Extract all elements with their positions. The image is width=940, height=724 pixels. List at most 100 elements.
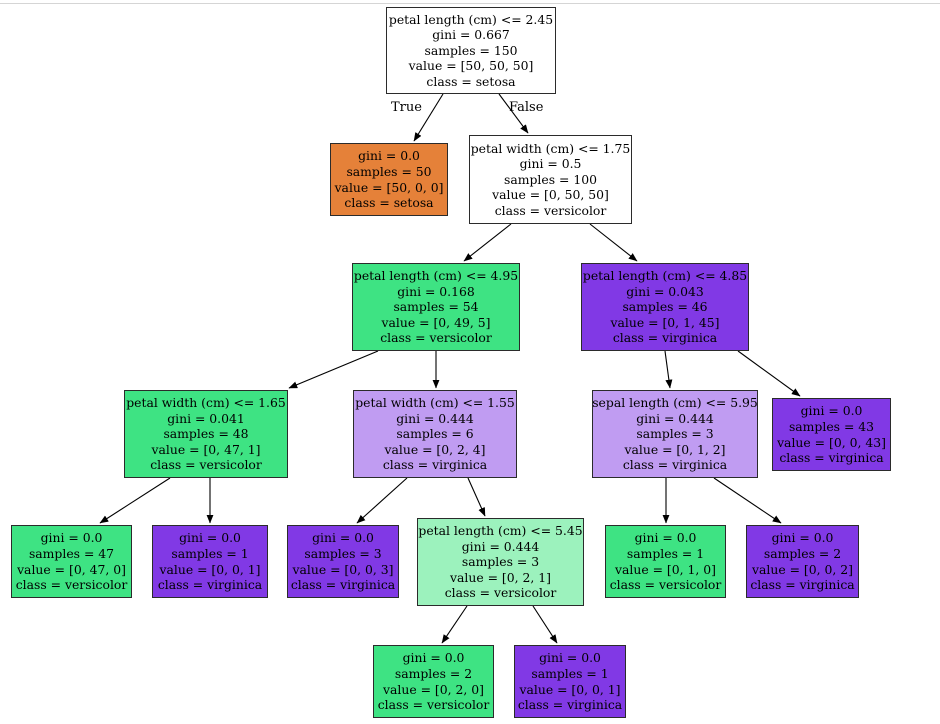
top-divider-rule <box>0 3 940 4</box>
tree-node-line: gini = 0.5 <box>519 156 582 172</box>
tree-edge <box>288 350 379 389</box>
tree-node-line: value = [50, 50, 50] <box>408 58 534 74</box>
tree-node-line: samples = 46 <box>622 299 708 315</box>
tree-node-line: value = [0, 2, 4] <box>384 441 486 457</box>
tree-edge <box>441 605 468 644</box>
tree-node-line: gini = 0.0 <box>40 530 103 546</box>
tree-node-line: value = [0, 1, 2] <box>624 441 726 457</box>
tree-node-line: gini = 0.0 <box>179 530 241 546</box>
tree-node-line: gini = 0.0 <box>358 148 420 164</box>
tree-node-line: petal length (cm) <= 4.95 <box>353 268 519 284</box>
tree-node-line: samples = 47 <box>28 545 115 561</box>
tree-edge <box>467 477 486 517</box>
tree-node-line: samples = 2 <box>394 665 473 681</box>
tree-node-line: gini = 0.041 <box>167 410 245 426</box>
tree-node-line: gini = 0.444 <box>396 410 474 426</box>
tree-node-line: gini = 0.0 <box>634 530 697 546</box>
tree-node-line: gini = 0.0 <box>800 403 863 419</box>
tree-node-line: petal width (cm) <= 1.65 <box>126 395 286 411</box>
tree-node-line: samples = 1 <box>171 545 249 561</box>
edge-label-true: True <box>391 100 422 115</box>
tree-node-line: class = virginica <box>612 330 718 346</box>
tree-node-line: samples = 48 <box>163 426 249 442</box>
tree-node-line: class = versicolor <box>377 697 490 713</box>
tree-node-line: value = [0, 0, 3] <box>292 561 394 577</box>
tree-node-line: samples = 100 <box>504 171 597 187</box>
tree-node-line: samples = 3 <box>636 426 714 442</box>
tree-node-line: class = setosa <box>426 73 516 89</box>
tree-node-line: petal length (cm) <= 2.45 <box>388 11 554 27</box>
tree-node-line: class = virginica <box>779 450 884 466</box>
tree-node-line: gini = 0.444 <box>636 410 714 426</box>
tree-node-line: samples = 50 <box>346 163 432 179</box>
tree-edge <box>356 477 408 524</box>
tree-node-line: value = [0, 1, 45] <box>610 314 720 330</box>
tree-node-line: samples = 3 <box>461 554 540 570</box>
tree-node-line: class = virginica <box>382 457 488 473</box>
tree-node-line: value = [0, 49, 5] <box>381 314 491 330</box>
tree-node-line: gini = 0.043 <box>626 283 704 299</box>
tree-node-line: class = versicolor <box>380 330 492 346</box>
tree-node-line: samples = 2 <box>763 545 842 561</box>
tree-node-line: class = versicolor <box>15 577 128 593</box>
tree-node-line: sepal length (cm) <= 5.95 <box>592 395 758 411</box>
tree-node-line: class = virginica <box>290 577 396 593</box>
tree-node-line: class = versicolor <box>609 577 722 593</box>
tree-node-line: samples = 6 <box>396 426 474 442</box>
tree-node-line: class = virginica <box>750 577 855 593</box>
tree-node-line: class = versicolor <box>494 202 607 218</box>
tree-node-line: class = virginica <box>157 577 263 593</box>
tree-node-line: samples = 1 <box>531 665 609 681</box>
tree-node-line: gini = 0.444 <box>461 538 540 554</box>
tree-node-line: samples = 150 <box>424 42 518 58</box>
tree-node-line: petal width (cm) <= 1.55 <box>355 395 515 411</box>
tree-node-line: value = [0, 2, 1] <box>450 569 551 585</box>
tree-edge <box>713 477 782 524</box>
tree-node-line: samples = 54 <box>393 299 479 315</box>
tree-node-line: petal width (cm) <= 1.75 <box>470 140 631 156</box>
tree-node-line: value = [0, 2, 0] <box>383 681 484 697</box>
tree-node-line: value = [0, 1, 0] <box>615 561 716 577</box>
tree-node-line: gini = 0.667 <box>432 27 510 43</box>
tree-node-line: value = [50, 0, 0] <box>334 179 444 195</box>
tree-node-line: samples = 1 <box>626 545 705 561</box>
tree-node-line: value = [0, 47, 1] <box>151 441 261 457</box>
tree-node-line: petal length (cm) <= 4.85 <box>582 268 748 284</box>
tree-node-line: value = [0, 0, 43] <box>777 434 886 450</box>
tree-node-line: class = setosa <box>344 195 434 211</box>
tree-node-line: value = [0, 0, 1] <box>159 561 261 577</box>
tree-node-line: gini = 0.168 <box>397 283 475 299</box>
tree-node-line: class = virginica <box>517 697 623 713</box>
tree-node-line: gini = 0.0 <box>312 530 374 546</box>
tree-node-line: value = [0, 0, 1] <box>519 681 621 697</box>
edge-label-false: False <box>509 100 544 115</box>
tree-node-line: value = [0, 47, 0] <box>17 561 126 577</box>
tree-node-line: samples = 3 <box>304 545 382 561</box>
tree-node-line: class = versicolor <box>444 585 557 601</box>
tree-edge <box>532 605 558 644</box>
tree-node-line: samples = 43 <box>788 418 875 434</box>
tree-node-line: value = [0, 50, 50] <box>492 187 609 203</box>
tree-node-line: value = [0, 0, 2] <box>752 561 853 577</box>
tree-edge <box>664 350 673 389</box>
tree-node-line: gini = 0.0 <box>402 650 465 666</box>
